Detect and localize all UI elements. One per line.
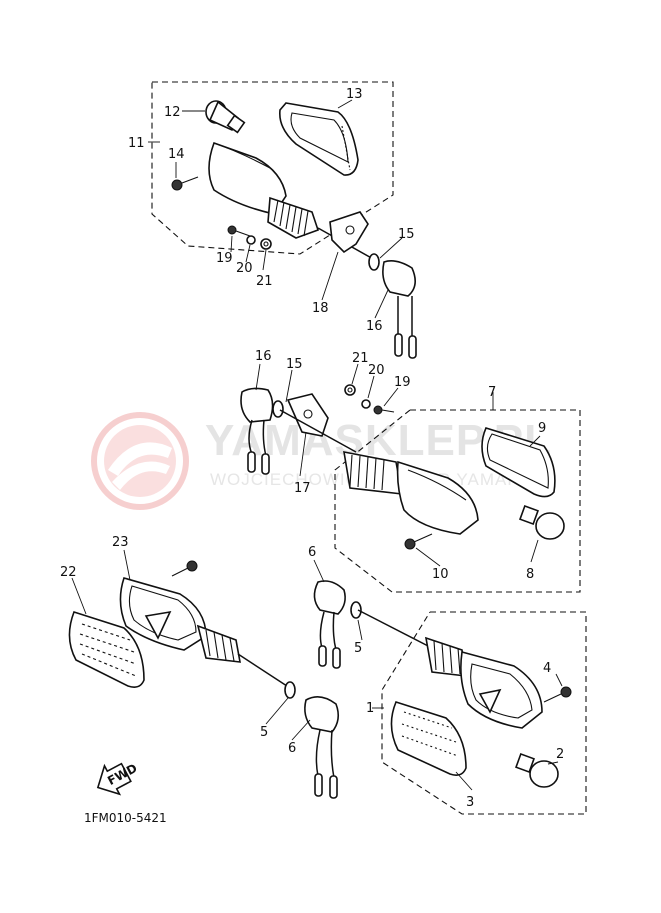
housing-23 xyxy=(119,577,241,663)
assembly-11-boundary xyxy=(151,81,394,255)
nut-20-mid xyxy=(361,399,371,409)
flasher-assembly-11-group xyxy=(148,81,417,359)
callout-5-bottom: 5 xyxy=(260,725,268,740)
callout-11: 11 xyxy=(128,136,145,151)
callout-4: 4 xyxy=(543,661,551,676)
callout-18: 18 xyxy=(312,301,329,316)
nut-20-top xyxy=(246,235,256,245)
callout-10: 10 xyxy=(432,567,449,582)
callout-8: 8 xyxy=(526,567,534,582)
grommet-5-top-right xyxy=(350,601,362,619)
callout-20-mid: 20 xyxy=(368,363,385,378)
callout-16-mid: 16 xyxy=(255,349,272,364)
housing-7 xyxy=(343,450,479,535)
callout-15-top: 15 xyxy=(398,227,415,242)
cover-16-top xyxy=(382,260,417,359)
callout-23: 23 xyxy=(112,535,129,550)
callout-3: 3 xyxy=(466,795,474,810)
callout-7: 7 xyxy=(488,385,496,400)
wire-mid xyxy=(279,409,357,453)
callout-21-mid: 21 xyxy=(352,351,369,366)
screw-19-mid xyxy=(373,405,395,415)
callout-5-top: 5 xyxy=(354,641,362,656)
bracket-18 xyxy=(329,211,369,254)
screw-lens-22 xyxy=(171,560,198,577)
leaders-group-23 xyxy=(71,549,311,741)
leaders-group-1 xyxy=(313,559,563,791)
housing-1 xyxy=(424,636,543,729)
wire-bottom-left xyxy=(237,653,291,689)
bracket-17 xyxy=(286,393,329,437)
bulb-12 xyxy=(205,100,246,134)
watermark-logo xyxy=(91,412,189,510)
lens-13 xyxy=(279,102,359,176)
bulb-8 xyxy=(519,505,565,540)
cover-6-top-right xyxy=(313,580,346,669)
flasher-assembly-1-group xyxy=(313,559,587,815)
flasher-assembly-23-group xyxy=(68,549,340,799)
screw-4 xyxy=(543,686,572,703)
grommet-5-bottom-left xyxy=(284,681,296,699)
washer-21-top xyxy=(260,238,272,250)
wire-bottom-right xyxy=(357,609,433,649)
callout-14: 14 xyxy=(168,147,185,162)
lens-3 xyxy=(390,701,467,776)
lens-22 xyxy=(68,611,145,688)
callout-19-mid: 19 xyxy=(394,375,411,390)
callout-15-mid: 15 xyxy=(286,357,303,372)
assembly-1-boundary xyxy=(381,611,587,815)
callout-9: 9 xyxy=(538,421,546,436)
screw-19-top xyxy=(227,225,251,237)
callout-20-top: 20 xyxy=(236,261,253,276)
leaders-group-11 xyxy=(148,99,403,319)
screw-14 xyxy=(171,176,199,191)
flasher-assembly-7-group xyxy=(240,363,581,593)
bulb-2 xyxy=(515,753,559,788)
callout-12: 12 xyxy=(164,105,181,120)
callout-22: 22 xyxy=(60,565,77,580)
callout-13: 13 xyxy=(346,87,363,102)
diagram-code: 1FM010-5421 xyxy=(84,811,167,825)
callout-16-top: 16 xyxy=(366,319,383,334)
fwd-direction-arrow: FWD xyxy=(96,761,140,796)
screw-10 xyxy=(404,533,433,550)
assembly-7-boundary xyxy=(334,409,581,593)
washer-21-mid xyxy=(344,384,356,396)
housing-11 xyxy=(208,141,320,239)
cover-16-mid xyxy=(240,387,274,475)
leaders-group-7 xyxy=(255,363,541,567)
grommet-15-mid xyxy=(272,400,284,418)
callout-17: 17 xyxy=(294,481,311,496)
callout-19-top: 19 xyxy=(216,251,233,266)
callout-6-top: 6 xyxy=(308,545,316,560)
callout-6-bottom: 6 xyxy=(288,741,296,756)
grommet-15-top xyxy=(368,253,380,271)
lens-9 xyxy=(481,427,556,498)
callout-2: 2 xyxy=(556,747,564,762)
callout-21-top: 21 xyxy=(256,274,273,289)
cover-6-bottom-left xyxy=(304,696,340,799)
callout-1: 1 xyxy=(366,701,374,716)
callout-numbers: 11 12 13 14 19 20 21 15 18 16 16 15 21 2… xyxy=(60,87,564,810)
